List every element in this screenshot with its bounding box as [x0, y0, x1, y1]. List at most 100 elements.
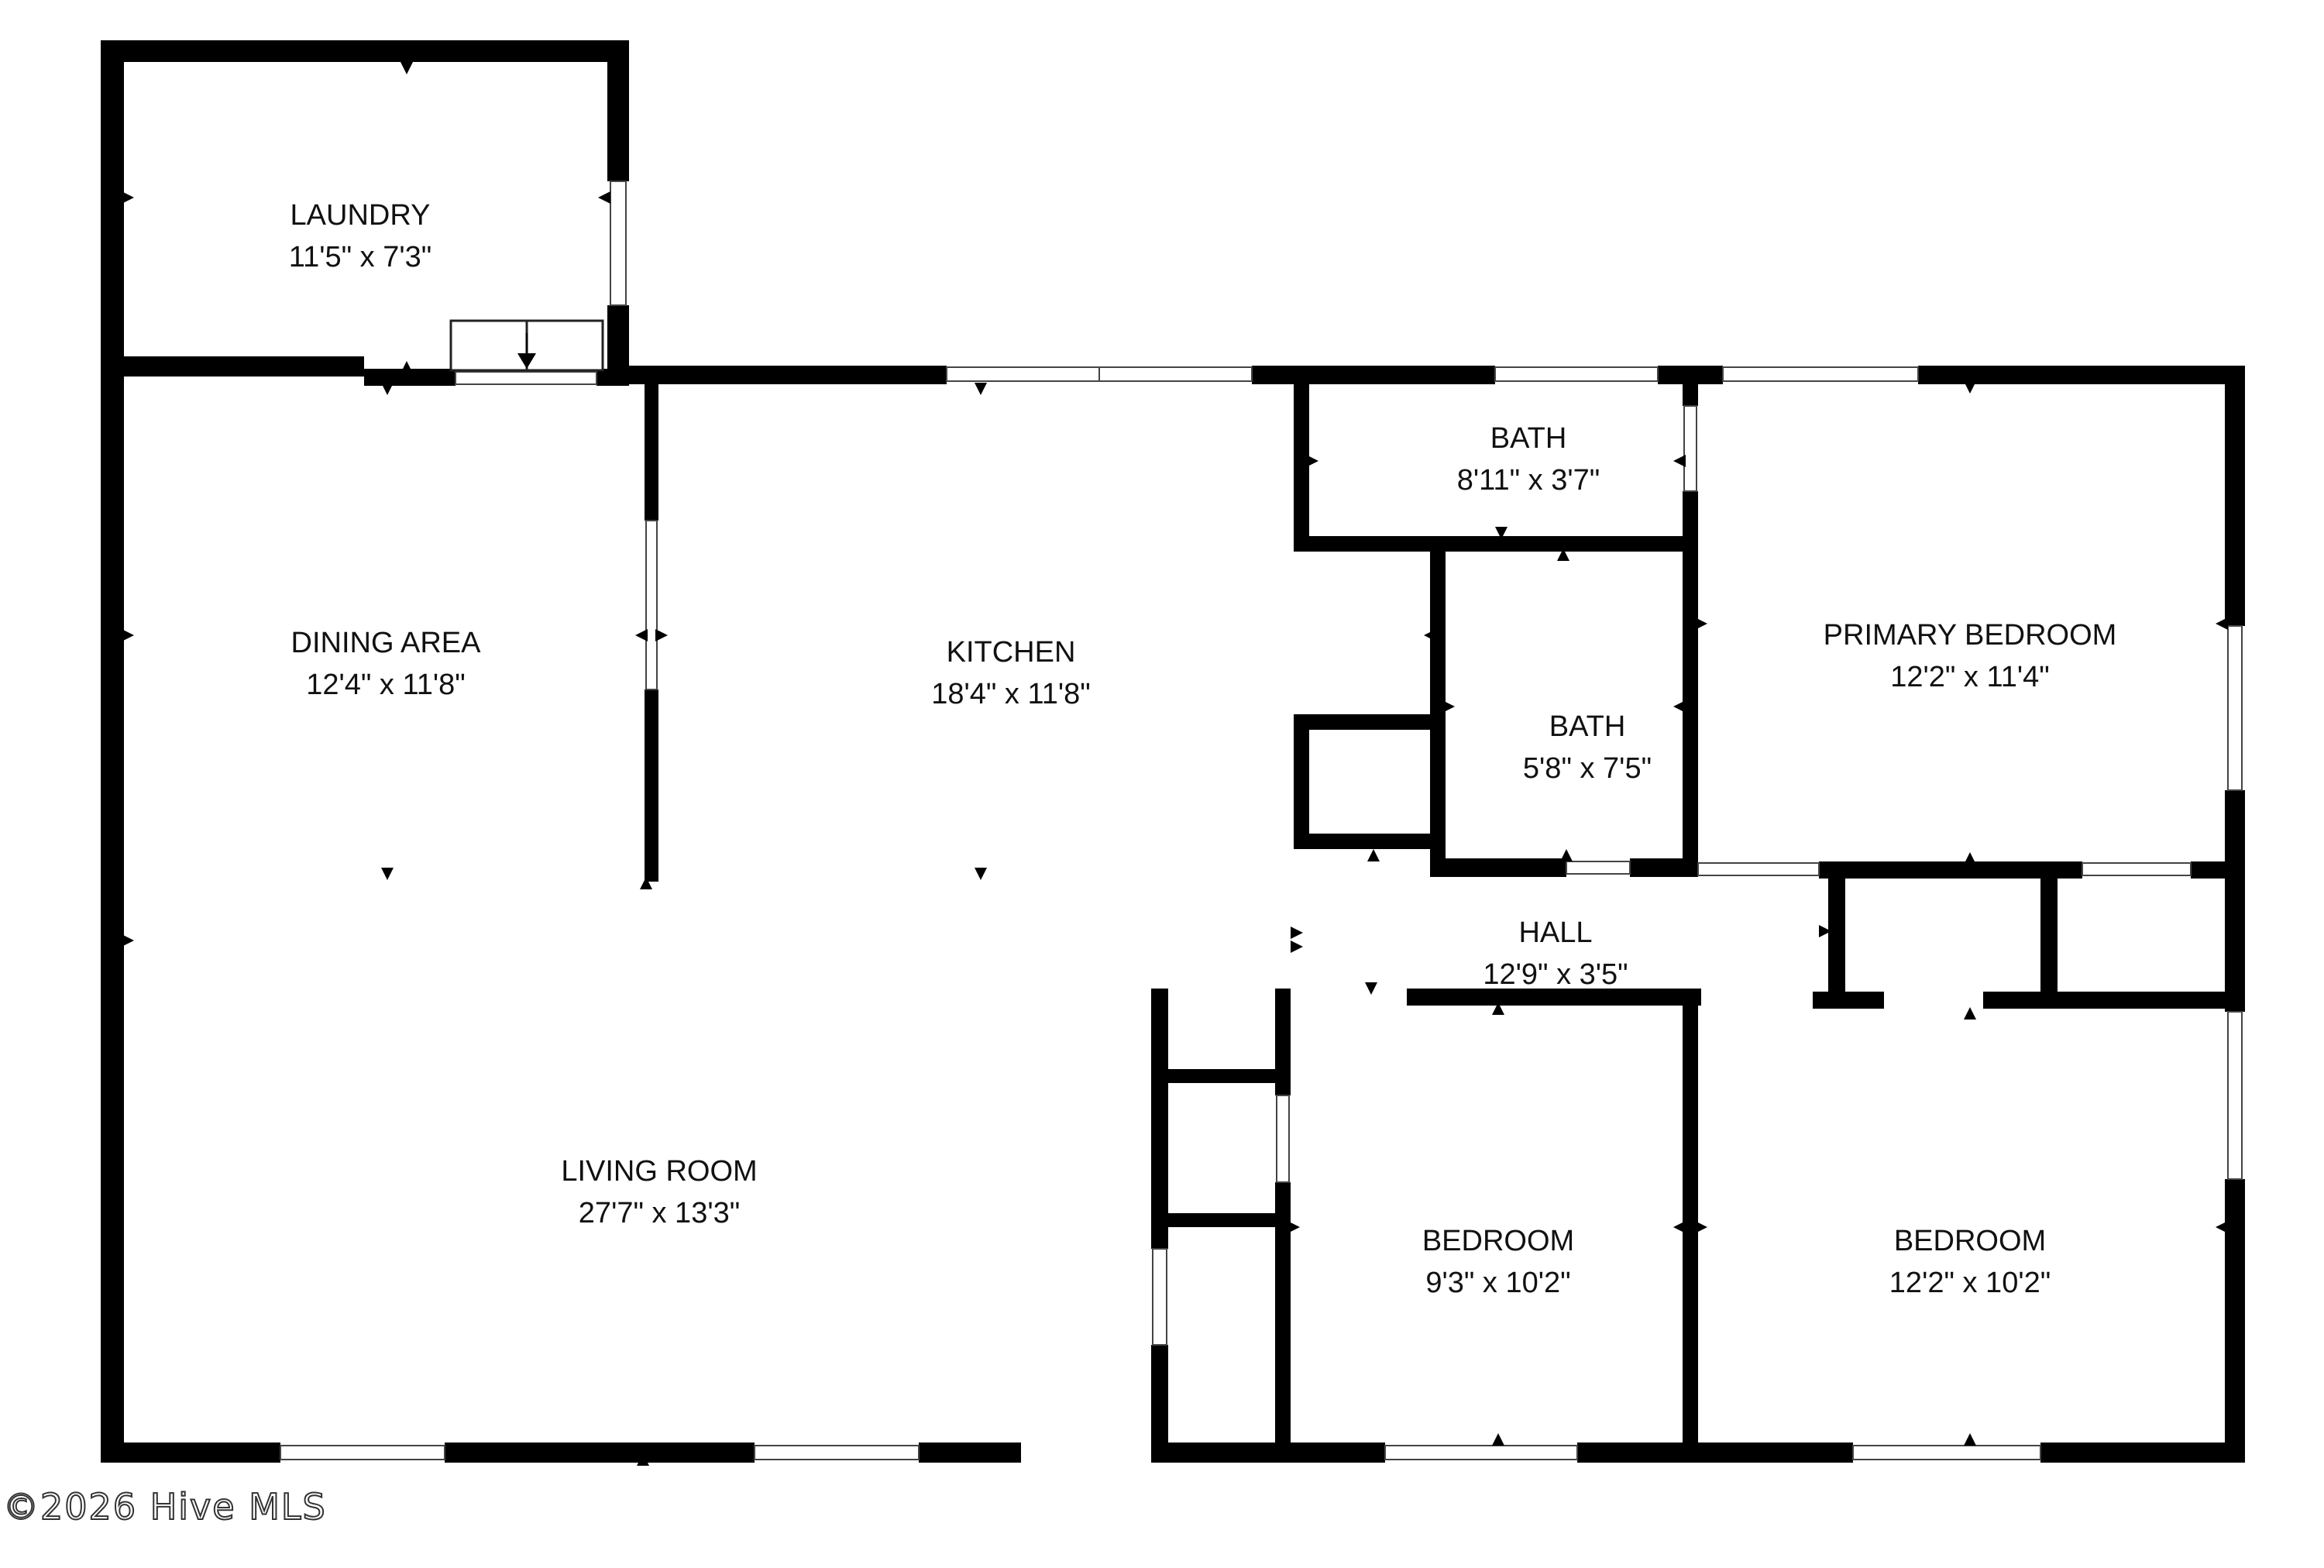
window	[1852, 1445, 2041, 1460]
wall	[1630, 858, 1698, 877]
wall	[2040, 1442, 2245, 1463]
openings	[280, 181, 2243, 1460]
door-opening	[455, 371, 597, 385]
wall	[101, 40, 629, 62]
wall	[645, 689, 658, 882]
wall	[1294, 714, 1446, 730]
wall	[1683, 989, 1698, 1463]
room-dimensions-bedroom-right: 12'2" x 10'2"	[1889, 1267, 2051, 1299]
tick-marker-icon	[381, 383, 394, 395]
tick-marker-icon	[1819, 925, 1831, 937]
wall	[607, 305, 629, 377]
room-name-living-room: LIVING ROOM	[561, 1155, 757, 1188]
wall	[1275, 989, 1291, 1095]
wall	[101, 356, 364, 377]
tick-marker-icon	[1695, 617, 1707, 630]
room-name-dining: DINING AREA	[291, 627, 482, 659]
wall	[1151, 1069, 1291, 1083]
room-dimensions-bedroom-center: 9'3" x 10'2"	[1425, 1267, 1570, 1299]
room-dimensions-laundry: 11'5" x 7'3"	[289, 241, 431, 273]
wall	[1151, 1345, 1168, 1463]
wall	[2225, 1179, 2245, 1463]
copyright-watermark: ©2026 Hive MLS	[2, 1485, 327, 1528]
tick-marker-icon	[1557, 548, 1569, 561]
window	[1494, 366, 1659, 382]
wall	[645, 384, 658, 521]
tick-marker-icon	[1287, 1221, 1300, 1233]
wall	[1294, 536, 1698, 552]
wall	[1294, 714, 1309, 848]
tick-marker-icon	[1964, 381, 1976, 394]
wall	[2040, 861, 2058, 1007]
wall	[1683, 384, 1698, 406]
tick-marker-icon	[1367, 849, 1380, 861]
door-opening	[1276, 1095, 1290, 1183]
room-name-kitchen: KITCHEN	[947, 636, 1076, 669]
wall	[1828, 861, 1845, 1007]
tick-marker-icon	[1964, 1007, 1976, 1020]
tick-marker-icon	[1365, 982, 1377, 995]
room-name-hall: HALL	[1518, 916, 1592, 949]
tick-marker-icon	[1492, 1433, 1504, 1446]
room-name-primary-bedroom: PRIMARY BEDROOM	[1824, 619, 2117, 652]
tick-marker-icon	[975, 868, 987, 880]
laundry-appliance	[449, 319, 604, 372]
tick-marker-icon	[1424, 629, 1436, 641]
tick-marker-icon	[1673, 700, 1686, 713]
wall	[629, 366, 947, 384]
tick-marker-icon	[635, 629, 648, 641]
door-opening	[645, 520, 658, 690]
window	[2227, 1011, 2243, 1180]
arrow-down-icon	[517, 353, 536, 369]
room-dimensions-kitchen: 18'4" x 11'8"	[931, 678, 1091, 710]
wall	[2191, 861, 2245, 879]
wall	[1430, 858, 1566, 877]
room-dimensions-dining: 12'4" x 11'8"	[306, 669, 466, 701]
wall	[1407, 989, 1701, 1006]
room-name-bath-top: BATH	[1490, 422, 1567, 455]
room-dimensions-primary-bedroom: 12'2" x 11'4"	[1890, 661, 2050, 693]
dimension-ticks	[122, 62, 2228, 1466]
room-dimensions-bath-mid: 5'8" x 7'5"	[1523, 752, 1652, 785]
tick-marker-icon	[655, 629, 668, 641]
wall	[1294, 384, 1309, 552]
wall	[919, 1442, 1021, 1463]
wall	[1151, 1442, 1385, 1463]
tick-marker-icon	[401, 361, 413, 373]
wall	[2225, 366, 2245, 626]
tick-marker-icon	[637, 1453, 649, 1466]
wall	[2225, 790, 2245, 1012]
wall	[1151, 989, 1168, 1249]
room-dimensions-living-room: 27'7" x 13'3"	[579, 1197, 740, 1229]
tick-marker-icon	[1291, 927, 1303, 939]
wall	[1275, 1182, 1291, 1463]
tick-marker-icon	[1495, 527, 1508, 539]
wall	[445, 1442, 755, 1463]
room-dimensions-bath-top: 8'11" x 3'7"	[1457, 464, 1600, 497]
walls	[101, 40, 2245, 1463]
tick-marker-icon	[2216, 617, 2228, 630]
door-opening	[1683, 405, 1697, 492]
tick-marker-icon	[1442, 700, 1455, 713]
door-opening	[1697, 862, 1820, 876]
tick-marker-icon	[122, 191, 134, 204]
wall	[1151, 1213, 1291, 1227]
tick-marker-icon	[401, 62, 413, 74]
tick-marker-icon	[1492, 1002, 1504, 1015]
door-opening	[1566, 861, 1631, 875]
tick-marker-icon	[122, 934, 134, 947]
tick-marker-icon	[1306, 455, 1318, 467]
tick-marker-icon	[1291, 940, 1303, 953]
wall	[607, 40, 629, 181]
room-name-bath-mid: BATH	[1549, 710, 1626, 743]
wall	[1577, 1442, 1853, 1463]
tick-marker-icon	[1560, 849, 1573, 861]
tick-marker-icon	[381, 868, 394, 880]
tick-marker-icon	[1673, 455, 1686, 467]
window	[2227, 625, 2243, 791]
wall	[1983, 992, 2245, 1009]
tick-marker-icon	[1964, 1433, 1976, 1446]
wall	[1658, 366, 1723, 384]
